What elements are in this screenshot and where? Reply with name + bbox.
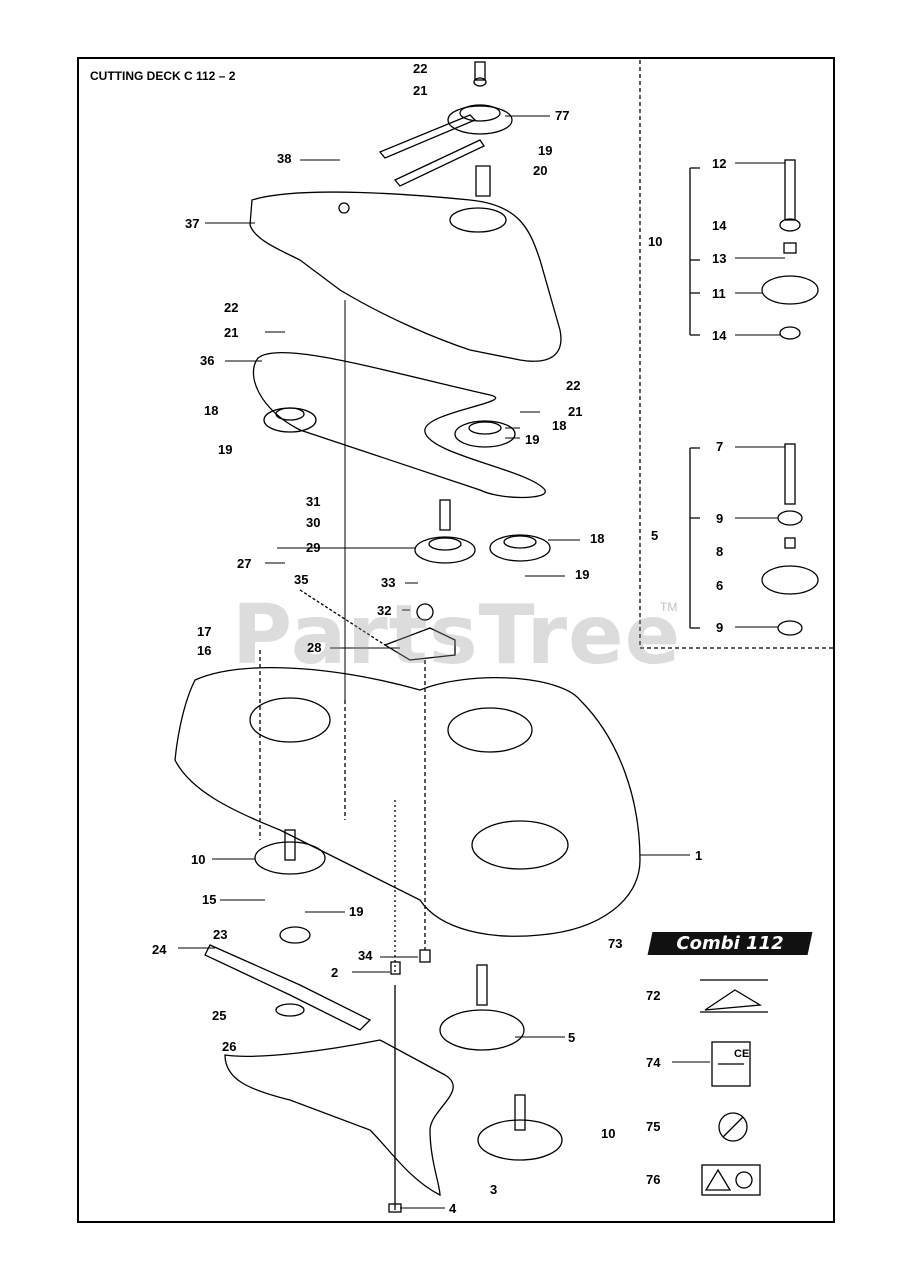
callout-label: 23 (213, 927, 228, 942)
callout-label: 19 (525, 432, 540, 447)
pulley-29 (414, 499, 476, 564)
callout-label: 75 (646, 1119, 661, 1134)
callout-label: 16 (197, 643, 212, 658)
pulley-18-left (263, 407, 317, 433)
callout-label: 72 (646, 988, 661, 1003)
callout-label: 74 (646, 1055, 661, 1070)
callout-label: 34 (358, 948, 373, 963)
top-belt (378, 114, 485, 187)
callout-label: 73 (608, 936, 623, 951)
callout-label: 14 (712, 328, 727, 343)
inset-spindle-11 (689, 159, 819, 340)
callout-label: 77 (555, 108, 570, 123)
leader-lines (178, 115, 785, 1209)
callout-label: 21 (224, 325, 239, 340)
shield-26 (224, 1039, 454, 1197)
callout-label: 22 (224, 300, 239, 315)
callout-label: 21 (568, 404, 583, 419)
callout-label: 27 (237, 556, 252, 571)
callout-label: 15 (202, 892, 217, 907)
spindle-3 (477, 1094, 563, 1161)
ce-mark: CE (734, 1048, 750, 1060)
callout-label: 21 (413, 83, 428, 98)
callout-label: 14 (712, 218, 727, 233)
deck-shell-1 (174, 667, 641, 937)
callout-label: 24 (152, 942, 167, 957)
callout-label: 5 (568, 1030, 576, 1045)
decal-76 (701, 1164, 761, 1196)
callout-label: 28 (307, 640, 322, 655)
top-pulley-group (378, 61, 513, 197)
callout-label: 11 (712, 286, 726, 301)
callout-label: 19 (538, 143, 553, 158)
inset-spindle-6 (689, 443, 819, 636)
callout-label: 2 (331, 965, 339, 980)
callout-label: 10 (601, 1126, 616, 1141)
trademark-symbol: TM (660, 600, 678, 614)
callout-label: 33 (381, 575, 396, 590)
callout-label: 20 (533, 163, 548, 178)
callout-label: 18 (204, 403, 219, 418)
diagram-frame (77, 57, 835, 1223)
callout-label: 32 (377, 603, 392, 618)
callout-label: 38 (277, 151, 292, 166)
callout-label: 9 (716, 620, 724, 635)
spring-35 (299, 589, 386, 646)
callout-label: 31 (306, 494, 321, 509)
belt-guard-37 (249, 191, 562, 362)
callout-label: 10 (648, 234, 663, 249)
callout-label: 3 (490, 1182, 498, 1197)
callout-label: 36 (200, 353, 215, 368)
product-badge: Combi 112 (647, 932, 813, 955)
callout-label: 12 (712, 156, 727, 171)
callout-label: 35 (294, 572, 309, 587)
callout-label: 22 (566, 378, 581, 393)
v-belt-36 (252, 351, 546, 499)
callout-label: 22 (413, 61, 428, 76)
callout-label: 76 (646, 1172, 661, 1187)
callout-label: 17 (197, 624, 212, 639)
callout-label: 29 (306, 540, 321, 555)
callout-label: 4 (449, 1201, 457, 1216)
decal-74 (711, 1041, 751, 1087)
pulley-77 (447, 105, 513, 135)
callout-label: 8 (716, 544, 724, 559)
idler-arm-28 (383, 627, 456, 661)
callout-label: 18 (590, 531, 605, 546)
spindle-5 (439, 964, 525, 1051)
product-badge-text: Combi 112 (676, 933, 784, 954)
decal-75 (718, 1112, 748, 1142)
inset-box-border (639, 60, 835, 649)
callout-label: 10 (191, 852, 206, 867)
callout-label: 6 (716, 578, 724, 593)
callout-label: 37 (185, 216, 200, 231)
callout-label: 13 (712, 251, 727, 266)
spindle-10-left (254, 829, 326, 944)
callout-label: 19 (218, 442, 233, 457)
diagram-title: CUTTING DECK C 112 – 2 (90, 69, 236, 83)
callout-label: 5 (651, 528, 659, 543)
decal-72 (700, 979, 768, 1013)
pulley-18-right (454, 420, 516, 448)
blade-24 (204, 944, 372, 1031)
pulley-18-lower (489, 534, 551, 562)
callout-label: 26 (222, 1039, 237, 1054)
callout-label: 25 (212, 1008, 227, 1023)
callout-label: 1 (695, 848, 703, 863)
callout-label: 9 (716, 511, 724, 526)
watermark-text: PartsTree (232, 588, 682, 683)
callout-label: 30 (306, 515, 321, 530)
callout-label: 18 (552, 418, 567, 433)
callout-label: 19 (575, 567, 590, 582)
callout-label: 19 (349, 904, 364, 919)
callout-label: 7 (716, 439, 724, 454)
